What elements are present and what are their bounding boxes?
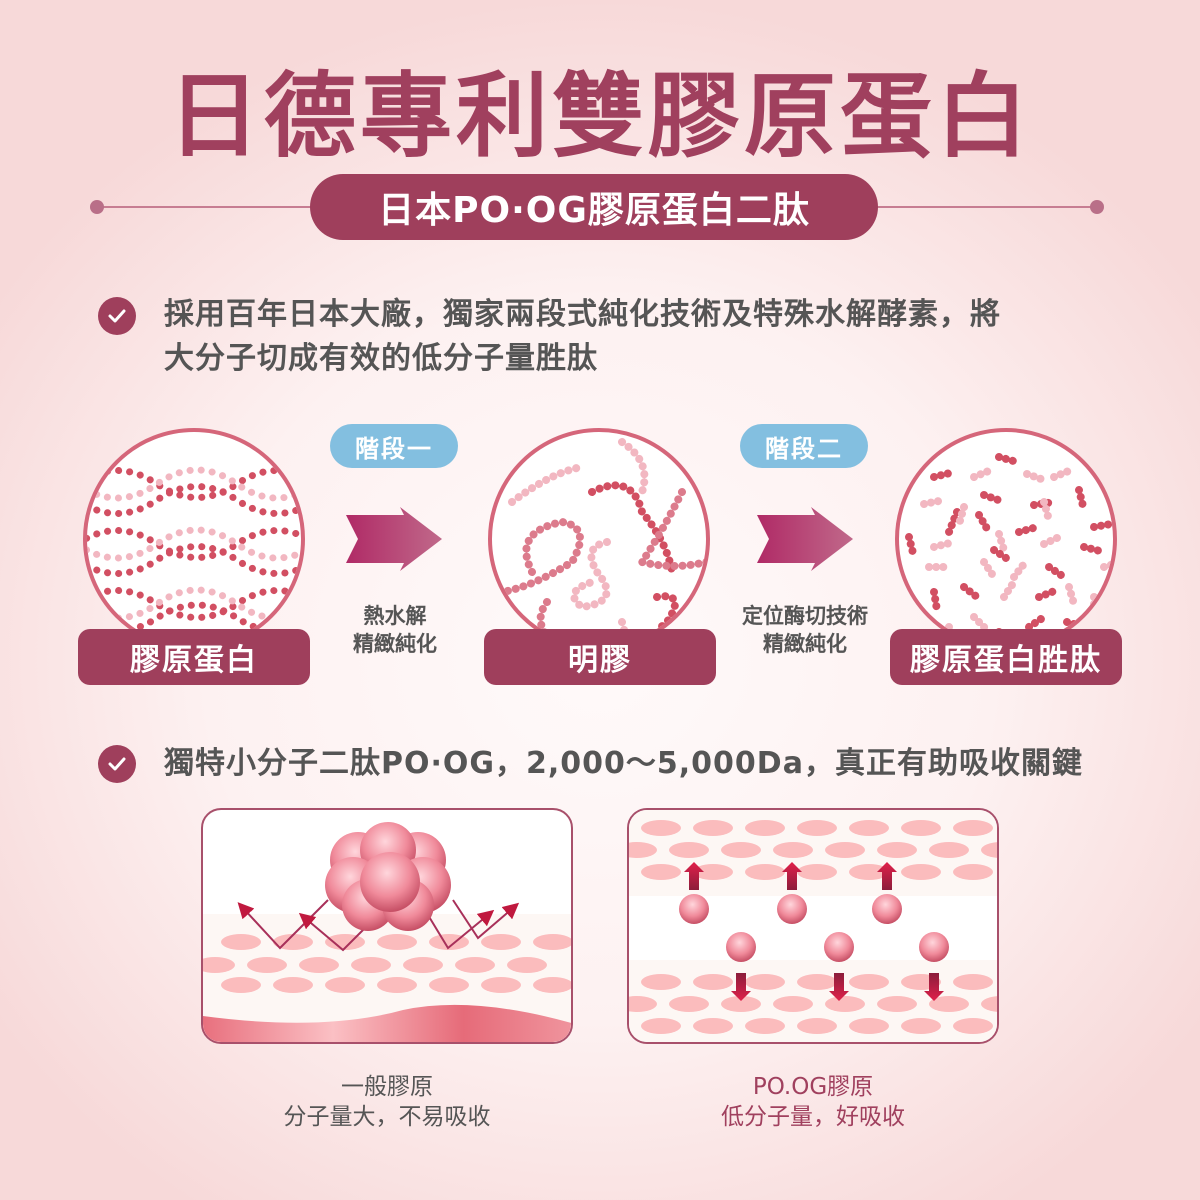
stage-1-description: 熱水解 精緻純化 bbox=[320, 602, 470, 658]
gelatin-label: 明膠 bbox=[484, 629, 716, 685]
poog-collagen-caption: PO.OG膠原 低分子量，好吸收 bbox=[627, 1072, 999, 1132]
bullet-1-text: 採用百年日本大廠，獨家兩段式純化技術及特殊水解酵素，將 大分子切成有效的低分子量… bbox=[164, 293, 1001, 381]
stage-2-description: 定位酶切技術 精緻純化 bbox=[715, 602, 895, 658]
peptide-fragment-icon bbox=[895, 428, 1117, 650]
stage-2-pill: 階段二 bbox=[740, 424, 868, 468]
collagen-label: 膠原蛋白 bbox=[78, 629, 310, 685]
subtitle-badge: 日本PO·OG膠原蛋白二肽 bbox=[310, 174, 878, 240]
left-caption-line-1: 一般膠原 bbox=[341, 1074, 433, 1100]
bullet-2-text: 獨特小分子二肽PO·OG，2,000～5,000Da，真正有助吸收關鍵 bbox=[164, 746, 1083, 781]
page-title: 日德專利雙膠原蛋白 bbox=[167, 63, 1032, 170]
check-icon bbox=[98, 297, 136, 335]
peptide-label: 膠原蛋白胜肽 bbox=[890, 629, 1122, 685]
arrow-right-icon bbox=[757, 507, 857, 575]
stage-1-line-1: 熱水解 bbox=[363, 604, 427, 628]
large-molecule-illustration bbox=[201, 808, 573, 1044]
gelatin-chain-icon bbox=[488, 428, 710, 650]
stage-1-line-2: 精緻純化 bbox=[353, 632, 437, 656]
check-icon bbox=[98, 745, 136, 783]
left-caption-line-2: 分子量大，不易吸收 bbox=[283, 1104, 491, 1130]
collagen-wave-icon bbox=[83, 428, 305, 650]
stage-1-pill: 階段一 bbox=[330, 424, 458, 468]
stage-2-line-1: 定位酶切技術 bbox=[742, 604, 868, 628]
right-caption-line-1: PO.OG膠原 bbox=[752, 1074, 874, 1100]
general-collagen-caption: 一般膠原 分子量大，不易吸收 bbox=[201, 1072, 573, 1132]
right-caption-line-2: 低分子量，好吸收 bbox=[721, 1104, 905, 1130]
bullet-1-line-2: 大分子切成有效的低分子量胜肽 bbox=[164, 341, 598, 376]
arrow-right-icon bbox=[346, 507, 446, 575]
bullet-1-line-1: 採用百年日本大廠，獨家兩段式純化技術及特殊水解酵素，將 bbox=[164, 297, 1001, 332]
stage-2-line-2: 精緻純化 bbox=[763, 632, 847, 656]
divider-dot-left bbox=[90, 200, 104, 214]
small-molecule-illustration bbox=[627, 808, 999, 1044]
divider-dot-right bbox=[1090, 200, 1104, 214]
